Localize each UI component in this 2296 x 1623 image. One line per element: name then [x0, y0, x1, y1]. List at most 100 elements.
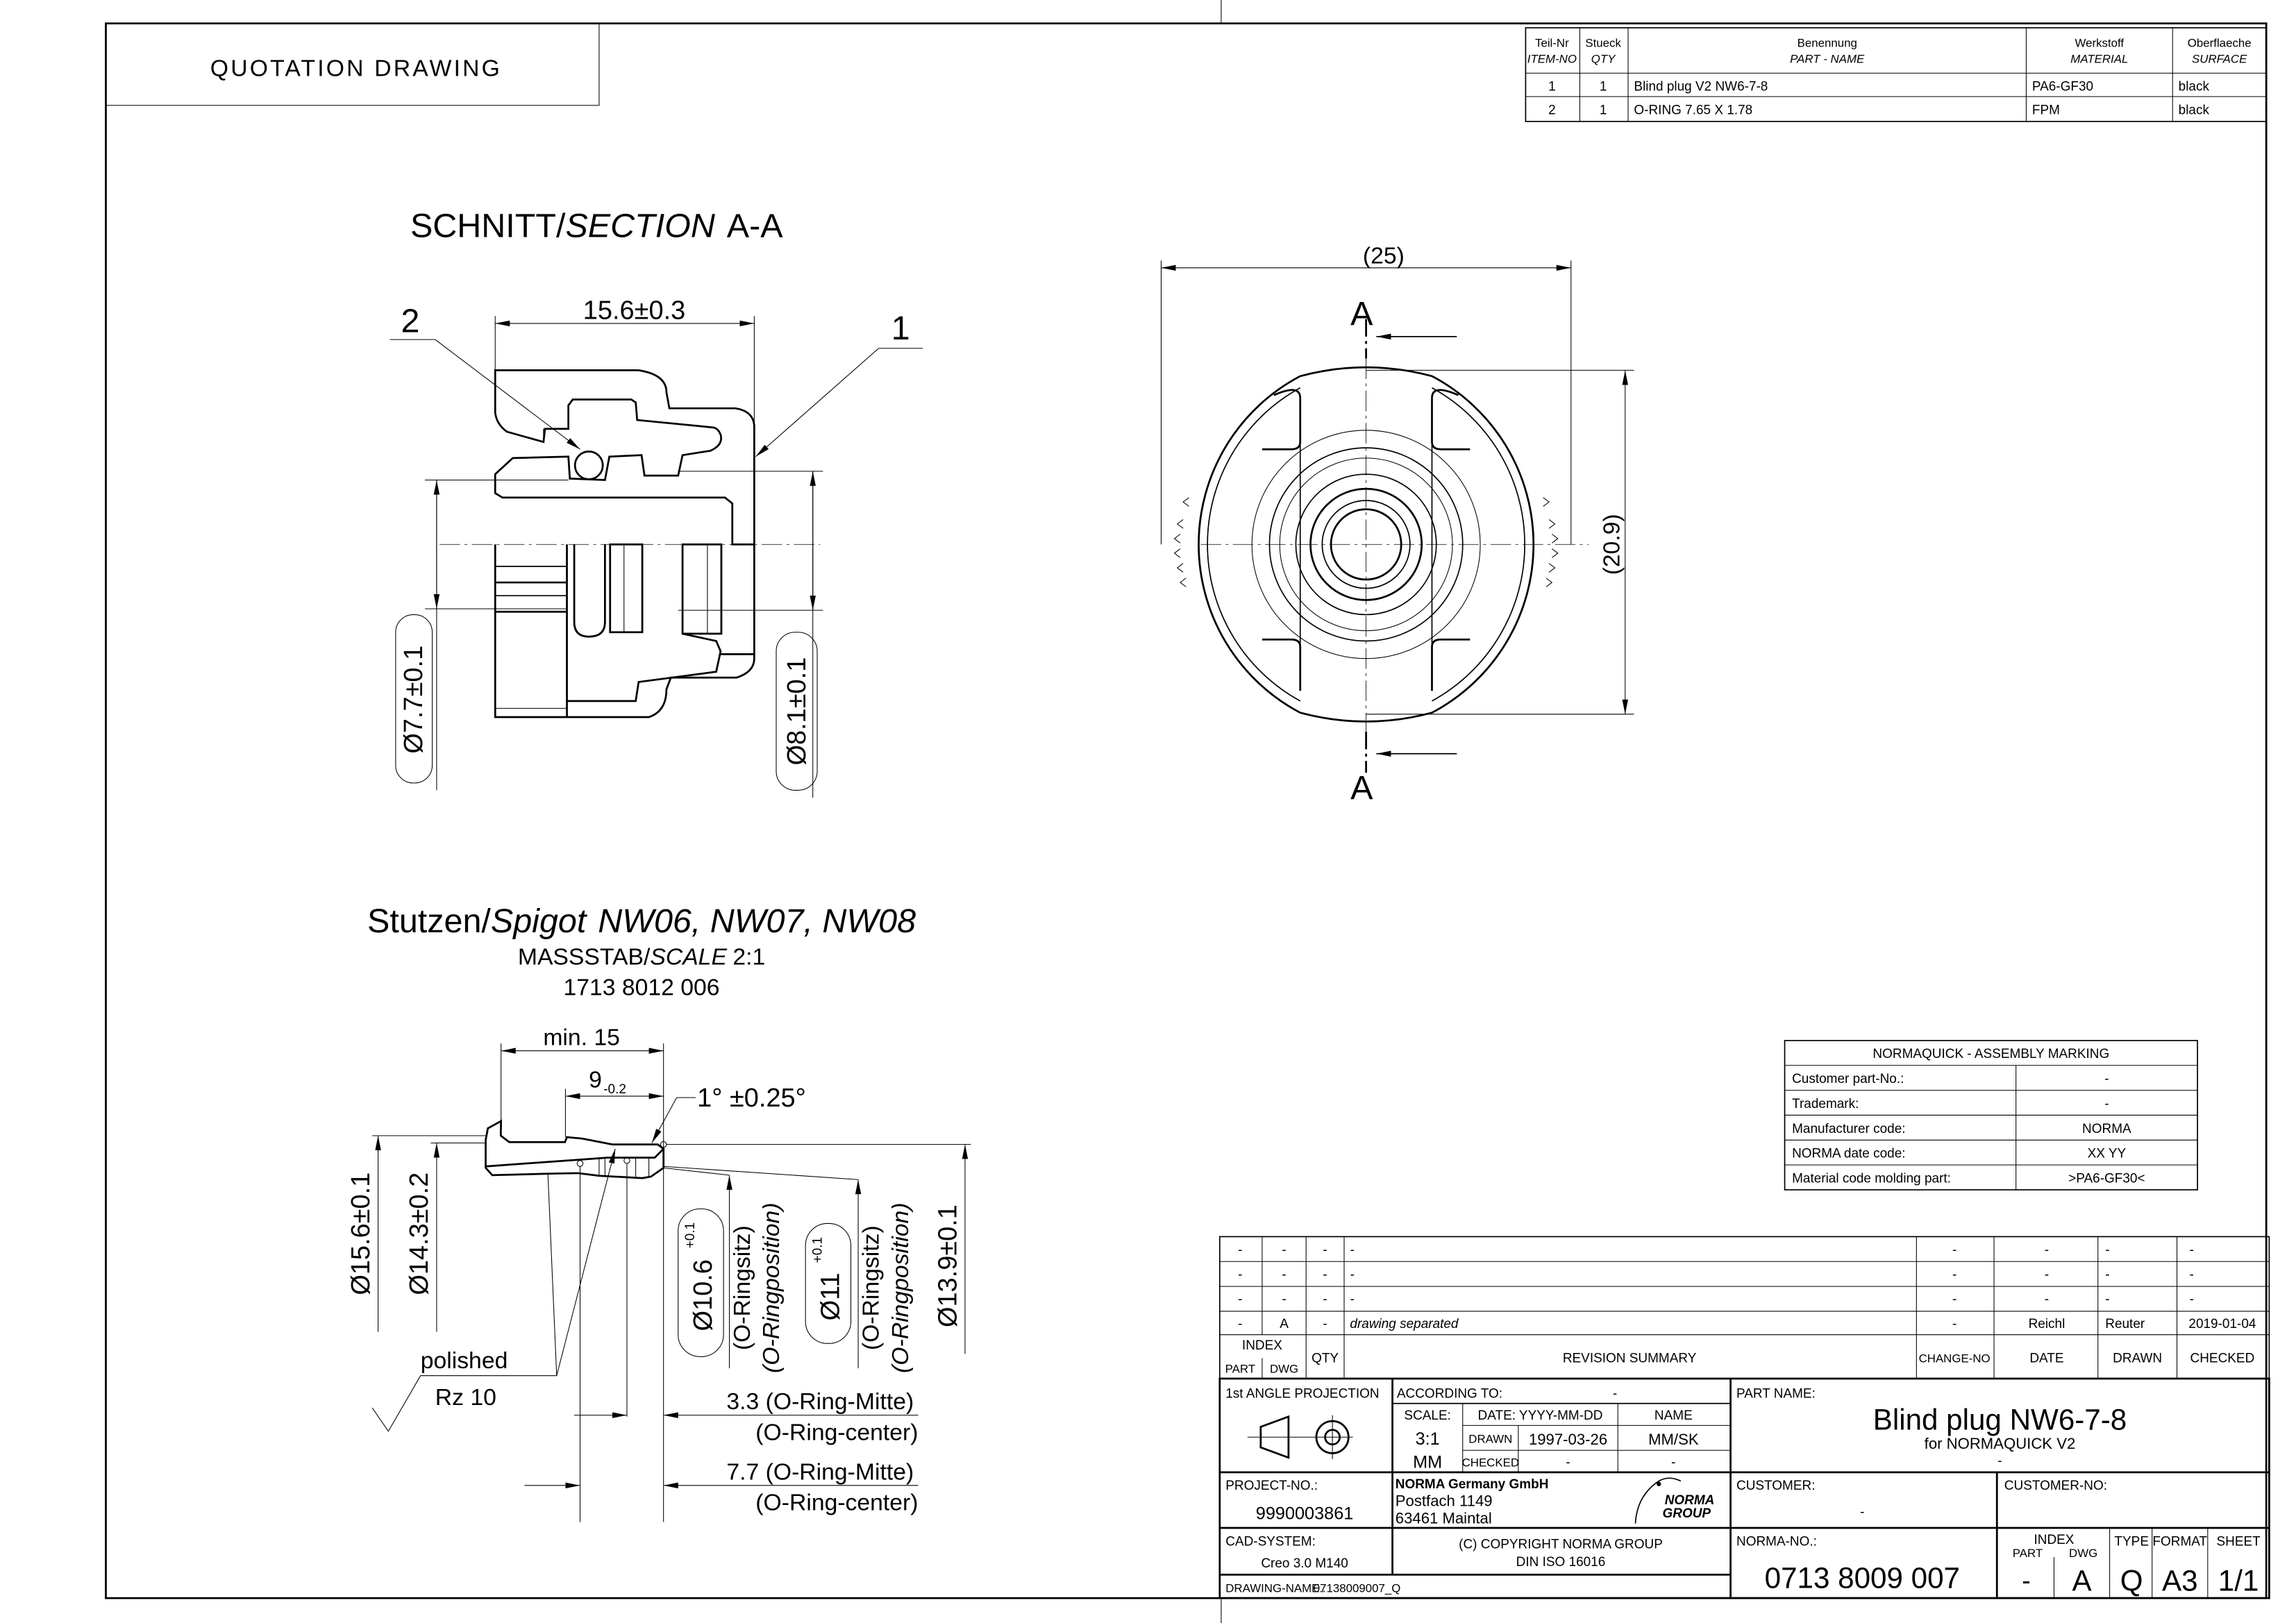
part-name: Blind plug NW6-7-8	[1873, 1404, 2127, 1436]
norma-group-logo: NORMA GROUP	[1634, 1477, 1715, 1524]
index-part: -	[2022, 1567, 2031, 1596]
rev-header-date: DATE	[2029, 1352, 2063, 1366]
parts-header-en: SURFACE	[2192, 53, 2247, 66]
drawing-name: 07138009007_Q	[1314, 1582, 1401, 1595]
marking-label: Trademark:	[1792, 1097, 1859, 1111]
sheet-value: 1/1	[2218, 1565, 2259, 1597]
revision-cell: -	[2045, 1293, 2049, 1307]
drawn-label: DRAWN	[1468, 1433, 1512, 1446]
dim-d11: Ø11	[816, 1272, 846, 1320]
drawing-type-title: QUOTATION DRAWING	[210, 56, 502, 82]
rev-header-qty: QTY	[1312, 1352, 1339, 1366]
norma-no-label: NORMA-NO.:	[1736, 1534, 1817, 1549]
scale-label: SCALE:	[1404, 1408, 1450, 1423]
format-value: A3	[2162, 1565, 2198, 1597]
parts-header-de: Teil-Nr	[1535, 36, 1569, 49]
parts-header-de: Benennung	[1798, 36, 1857, 49]
revision-cell: -	[1238, 1268, 1242, 1282]
drawn-name: MM/SK	[1648, 1431, 1699, 1448]
item-callout-1: 1	[891, 310, 910, 347]
surface-note: polished	[421, 1347, 508, 1374]
parts-header-en: MATERIAL	[2070, 53, 2128, 66]
index-dwg-label: DWG	[2069, 1547, 2097, 1560]
dim-width: (25)	[1363, 242, 1405, 269]
roughness-note: Rz 10	[435, 1384, 496, 1411]
type-label: TYPE	[2114, 1534, 2149, 1549]
revision-cell: -	[1952, 1317, 1956, 1331]
revision-cell: -	[1323, 1243, 1327, 1258]
sheet-frame	[105, 0, 2268, 1623]
parts-cell: 1	[1600, 80, 1607, 94]
item-callout-2: 2	[401, 303, 419, 340]
index-label: INDEX	[2034, 1533, 2074, 1547]
dim-d143: Ø14.3±0.2	[405, 1172, 434, 1295]
sheet-label: SHEET	[2216, 1534, 2261, 1549]
marking-table-cells: Customer part-No.:-Trademark:-Manufactur…	[1792, 1072, 2145, 1186]
parts-cell: O-RING 7.65 X 1.78	[1634, 103, 1752, 117]
spigot-title-sizes: NW06, NW07, NW08	[598, 902, 916, 940]
company-address-1: Postfach 1149	[1396, 1492, 1493, 1509]
dim-oring-center-33-en: (O-Ring-center)	[755, 1419, 918, 1445]
spigot-title-en: Spigot	[491, 902, 588, 940]
revision-cell: -	[2105, 1268, 2109, 1282]
revision-cell: -	[1350, 1268, 1354, 1282]
drawing-name-label: DRAWING-NAME.:	[1225, 1582, 1326, 1595]
parts-header-de: Oberflaeche	[2188, 36, 2252, 49]
type-value: Q	[2120, 1565, 2143, 1597]
marking-value: >PA6-GF30<	[2068, 1171, 2145, 1186]
logo-text-norma: NORMA	[1665, 1493, 1715, 1508]
spigot-title: Stutzen/Spigot NW06, NW07, NW08	[367, 902, 916, 940]
dim-height: (20.9)	[1598, 514, 1625, 575]
rev-header-dwg: DWG	[1270, 1362, 1298, 1375]
revision-cell: -	[2105, 1293, 2109, 1307]
company-address-2: 63461 Maintal	[1396, 1510, 1492, 1527]
revision-cell: -	[1952, 1268, 1956, 1282]
revision-cell: -	[2105, 1243, 2109, 1258]
dim-length: 15.6±0.3	[583, 296, 685, 326]
parts-cell: Blind plug V2 NW6-7-8	[1634, 80, 1768, 94]
section-title-en: SECTION	[565, 208, 715, 245]
drawn-date: 1997-03-26	[1529, 1431, 1607, 1448]
front-view: A A (25) (20.9)	[1160, 242, 1634, 807]
spigot-title-de: Stutzen/	[367, 902, 491, 940]
part-name-label: PART NAME:	[1736, 1386, 1816, 1401]
spigot-scale-en: SCALE	[650, 943, 727, 970]
name-label: NAME	[1654, 1408, 1693, 1423]
dim-min-length: min. 15	[543, 1024, 620, 1050]
marking-label: Material code molding part:	[1792, 1171, 1951, 1186]
dim-d106: Ø10.6	[689, 1259, 718, 1331]
revision-cell: -	[1238, 1317, 1242, 1331]
dim-bore-right: Ø8.1±0.1	[782, 657, 812, 766]
cad-system-label: CAD-SYSTEM:	[1225, 1534, 1316, 1549]
marking-value: -	[2104, 1072, 2109, 1086]
assembly-marking-table: NORMAQUICK - ASSEMBLY MARKING Customer p…	[1784, 1040, 2198, 1191]
ring-seat-note-2-de: (O-Ringsitz)	[858, 1225, 885, 1350]
rev-header-drawn: DRAWN	[2113, 1352, 2162, 1366]
copyright: (C) COPYRIGHT NORMA GROUP	[1459, 1537, 1663, 1551]
section-marker-top: A	[1350, 295, 1373, 333]
revision-cell: -	[1238, 1293, 1242, 1307]
revision-cell: -	[1952, 1293, 1956, 1307]
projection-label: 1st ANGLE PROJECTION	[1225, 1386, 1379, 1401]
dim-d139: Ø13.9±0.1	[933, 1204, 962, 1327]
part-subtitle: for NORMAQUICK V2	[1925, 1435, 2076, 1452]
dim-oring-center-33: 3.3 (O-Ring-Mitte)	[726, 1388, 914, 1415]
parts-cell: black	[2179, 80, 2210, 94]
section-marker-bottom: A	[1350, 769, 1373, 807]
rev-header-index: INDEX	[1242, 1338, 1282, 1353]
revision-cell: -	[1952, 1243, 1956, 1258]
section-body-lower	[494, 544, 755, 718]
customer-label: CUSTOMER:	[1736, 1479, 1815, 1493]
parts-cell: 2	[1548, 103, 1556, 117]
marking-label: NORMA date code:	[1792, 1147, 1905, 1161]
revision-cell: -	[2189, 1243, 2193, 1258]
dim-d11-tolerance: +0.1	[810, 1237, 825, 1263]
customer-value: -	[1860, 1505, 1864, 1520]
copyright-standard: DIN ISO 16016	[1516, 1555, 1606, 1570]
dim-nine: 9	[589, 1066, 602, 1093]
parts-header-de: Werkstoff	[2075, 36, 2125, 49]
dim-bore-left: Ø7.7±0.1	[399, 646, 428, 754]
